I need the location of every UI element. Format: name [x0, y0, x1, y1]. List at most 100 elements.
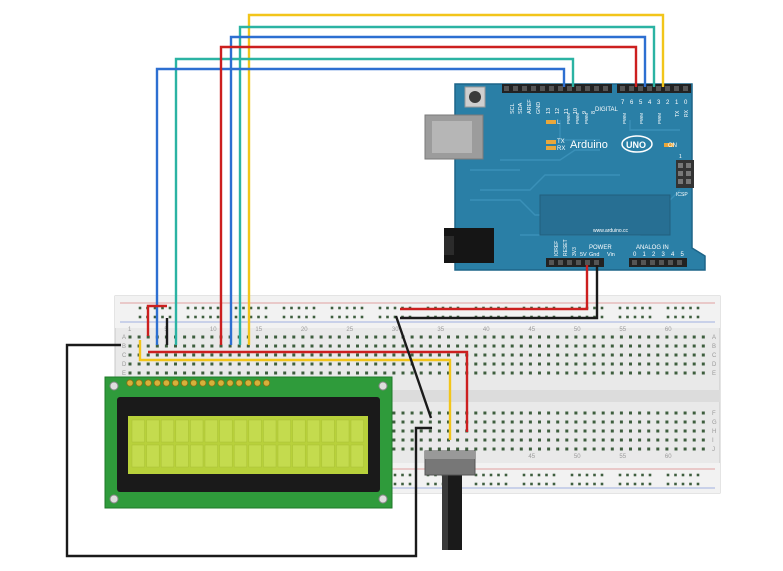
- breadboard-hole: [538, 362, 541, 366]
- breadboard-hole: [701, 335, 705, 339]
- rail-hole: [408, 473, 412, 477]
- rail-hole: [161, 315, 164, 319]
- breadboard-hole: [538, 353, 541, 357]
- breadboard-hole: [337, 353, 341, 357]
- breadboard-hole: [474, 429, 478, 433]
- header-socket: [549, 260, 554, 265]
- breadboard-hole: [328, 335, 332, 339]
- breadboard-hole: [583, 353, 587, 357]
- breadboard-row-letter: B: [712, 344, 716, 350]
- lcd-cell: [219, 444, 233, 468]
- power-pin-label: 3V3: [572, 247, 578, 256]
- breadboard-hole: [592, 420, 596, 424]
- lcd-module: [104, 376, 393, 509]
- breadboard-hole: [419, 429, 423, 433]
- breadboard-hole: [619, 335, 623, 339]
- breadboard-hole: [383, 362, 387, 366]
- breadboard-hole: [565, 362, 569, 366]
- rail-hole: [489, 482, 493, 486]
- breadboard-hole: [183, 353, 187, 357]
- breadboard-hole: [492, 429, 496, 433]
- breadboard-hole: [410, 447, 414, 451]
- header-socket: [558, 86, 563, 91]
- breadboard-hole: [447, 420, 450, 424]
- rail-hole: [378, 315, 382, 319]
- breadboard-hole: [592, 362, 596, 366]
- breadboard-hole: [556, 420, 560, 424]
- breadboard-hole: [510, 353, 514, 357]
- breadboard-hole: [501, 429, 505, 433]
- breadboard-hole: [392, 420, 396, 424]
- breadboard-hole: [638, 362, 642, 366]
- breadboard-hole: [428, 371, 432, 375]
- rail-hole: [201, 315, 205, 319]
- reset-button[interactable]: [469, 91, 481, 103]
- breadboard-hole: [474, 438, 478, 442]
- breadboard-hole: [192, 362, 196, 366]
- potentiometer[interactable]: [424, 450, 476, 550]
- breadboard-hole: [656, 371, 660, 375]
- breadboard-hole: [310, 371, 314, 375]
- breadboard-hole: [601, 447, 605, 451]
- breadboard-hole: [610, 420, 614, 424]
- breadboard-hole: [510, 411, 514, 415]
- breadboard-hole: [337, 335, 341, 339]
- breadboard-hole: [274, 371, 278, 375]
- breadboard-hole: [629, 420, 632, 424]
- lcd-cell: [350, 444, 364, 468]
- rail-hole: [600, 315, 604, 319]
- breadboard-hole: [410, 438, 414, 442]
- rail-hole: [530, 473, 533, 477]
- breadboard-hole: [665, 429, 669, 433]
- breadboard-hole: [701, 438, 705, 442]
- rail-hole: [689, 473, 692, 477]
- breadboard-hole: [601, 429, 605, 433]
- pwm-mark: PWM: [639, 113, 644, 124]
- breadboard-hole: [210, 362, 214, 366]
- breadboard-hole: [574, 420, 578, 424]
- breadboard-hole: [237, 353, 241, 357]
- breadboard-hole: [519, 371, 523, 375]
- breadboard-hole: [319, 362, 323, 366]
- breadboard-hole: [556, 371, 560, 375]
- breadboard-hole: [701, 353, 705, 357]
- breadboard-hole: [683, 411, 687, 415]
- breadboard-hole: [265, 371, 268, 375]
- analog-pin-label: 1: [643, 252, 647, 258]
- rail-hole: [345, 306, 349, 310]
- rail-hole: [674, 473, 677, 477]
- breadboard-hole: [437, 447, 441, 451]
- power-pin-label: IOREF: [554, 241, 560, 256]
- breadboard-hole: [292, 362, 296, 366]
- rail-hole: [522, 473, 526, 477]
- breadboard-hole: [192, 344, 196, 348]
- breadboard-hole: [510, 420, 514, 424]
- breadboard-hole: [629, 429, 632, 433]
- breadboard-hole: [419, 438, 423, 442]
- breadboard-hole: [574, 438, 578, 442]
- header-socket: [620, 86, 625, 91]
- rail-hole: [681, 315, 685, 319]
- breadboard-hole: [328, 353, 332, 357]
- header-socket: [549, 86, 554, 91]
- analog-pin-label: 2: [652, 252, 656, 258]
- breadboard-hole: [319, 335, 323, 339]
- rail-hole: [168, 306, 172, 310]
- breadboard-hole: [638, 420, 642, 424]
- atmega-chip: [539, 194, 671, 236]
- header-socket: [677, 260, 682, 265]
- breadboard-hole: [437, 335, 441, 339]
- lcd-cell: [160, 444, 175, 468]
- rail-hole: [689, 306, 692, 310]
- pwm-mark: PWM: [657, 113, 662, 124]
- breadboard-hole: [701, 447, 705, 451]
- digital-pin-label: 12: [555, 108, 561, 114]
- breadboard-hole: [565, 335, 569, 339]
- breadboard-hole: [255, 353, 259, 357]
- breadboard-hole: [483, 353, 487, 357]
- breadboard-column-number: 15: [255, 327, 262, 333]
- rail-hole: [600, 306, 604, 310]
- breadboard-hole: [401, 429, 405, 433]
- lcd-cell: [204, 444, 218, 468]
- breadboard-hole: [228, 353, 232, 357]
